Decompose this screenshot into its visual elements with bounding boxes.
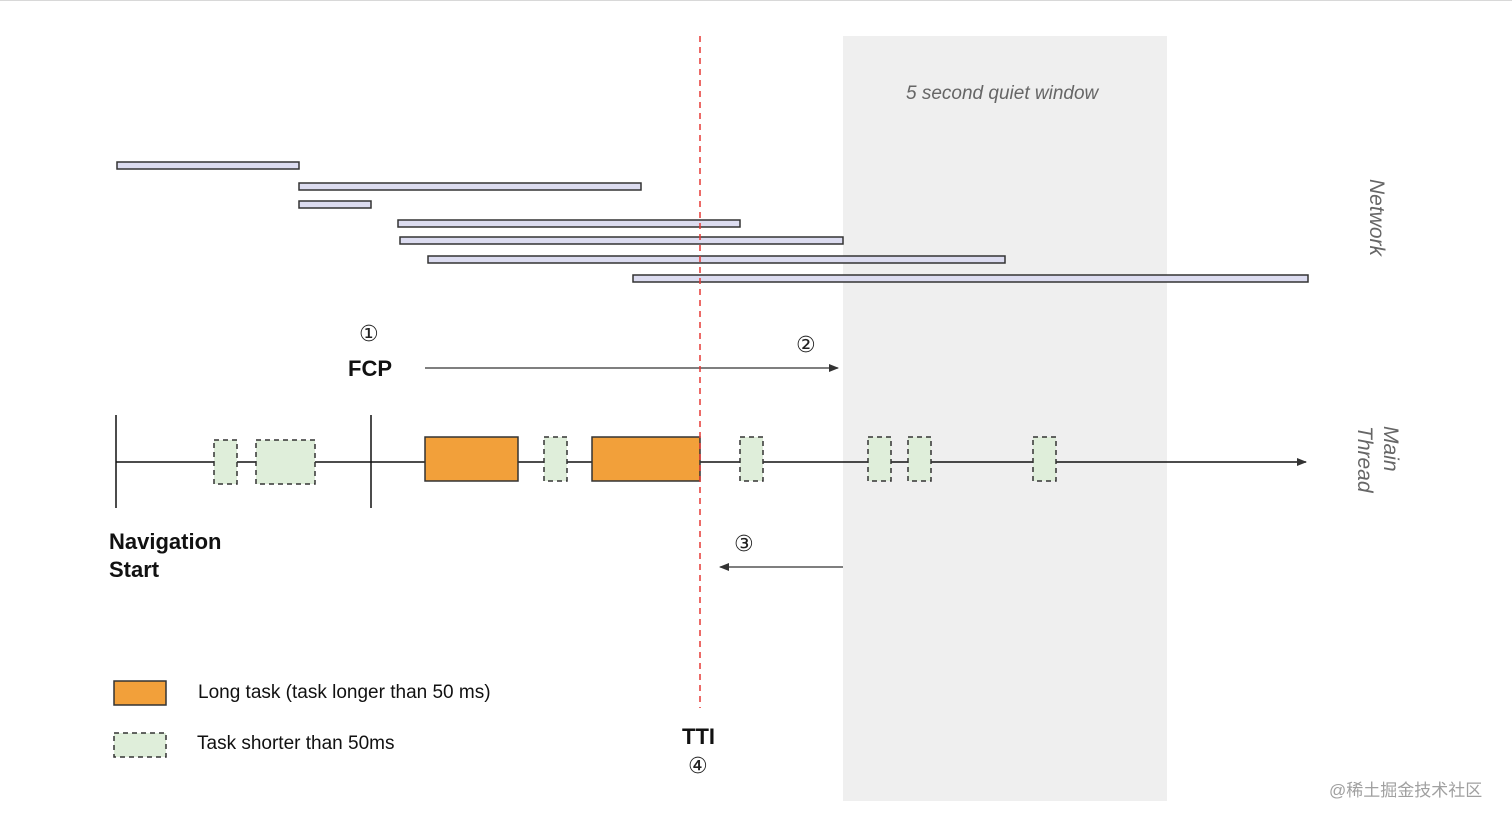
step-2-number: ② [796,333,816,358]
short-task [543,436,568,482]
network-bar [399,236,844,245]
short-task [907,436,932,482]
quiet-window [843,36,1167,801]
legend-long-swatch [113,680,167,706]
short-task [1032,436,1057,482]
fcp-label: FCP [348,356,392,381]
network-bar [298,200,372,209]
network-bar [632,274,1309,283]
long-tasks [424,436,701,482]
watermark: @稀土掘金技术社区 [1329,781,1483,800]
network-bar [397,219,741,228]
main-thread-label-line2: Thread [1353,426,1376,493]
long-task [591,436,701,482]
legend-long-label: Long task (task longer than 50 ms) [198,682,491,703]
quiet-window-label: 5 second quiet window [906,83,1099,104]
short-task [739,436,764,482]
navigation-start-line1: Navigation [109,529,222,554]
short-task [255,439,316,485]
step-3-number: ③ [734,532,754,557]
short-task [213,439,238,485]
short-task [867,436,892,482]
network-requests [116,161,1309,283]
network-bar [427,255,1006,264]
short-tasks [213,436,1057,485]
top-rule [0,0,1512,1]
network-label: Network [1365,179,1388,257]
main-thread-label-line1: Main [1379,426,1402,472]
legend-short-swatch [113,732,167,758]
network-bar [298,182,642,191]
tti-label: TTI [682,724,715,749]
network-bar [116,161,300,170]
long-task [424,436,519,482]
legend-short-label: Task shorter than 50ms [197,733,395,754]
fcp-number: ① [359,322,379,347]
tti-number: ④ [688,754,708,779]
navigation-start-line2: Start [109,557,160,582]
main-thread-label: Main Thread [1351,426,1403,508]
